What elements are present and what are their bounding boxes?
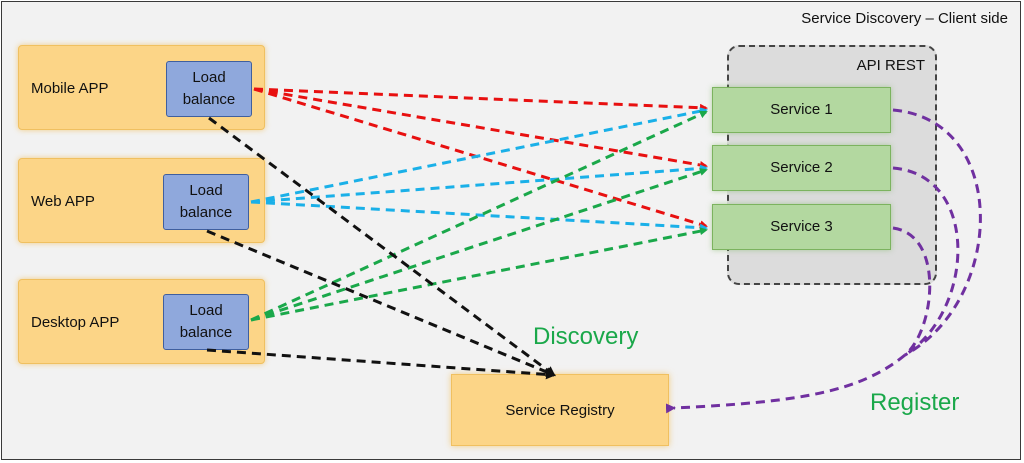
lb-line1: Load	[192, 69, 226, 86]
lb-line1: Load	[189, 302, 223, 319]
web-load-balancer: Load balance	[163, 174, 249, 230]
service-1-box: Service 1	[712, 87, 891, 133]
api-rest-label: API REST	[856, 57, 925, 74]
service-registry-box: Service Registry	[451, 374, 669, 446]
discovery-label: Discovery	[533, 323, 639, 350]
service-2-label: Service 2	[770, 159, 833, 176]
lb-line2: balance	[179, 324, 233, 341]
mobile-app-label: Mobile APP	[31, 80, 109, 97]
register-label: Register	[870, 389, 960, 416]
mobile-load-balancer: Load balance	[166, 61, 252, 117]
lb-line2: balance	[182, 91, 236, 108]
service-registry-label: Service Registry	[505, 402, 615, 419]
service-1-label: Service 1	[770, 101, 833, 118]
diagram-title: Service Discovery – Client side	[801, 10, 1008, 27]
service-2-box: Service 2	[712, 145, 891, 191]
web-app-label: Web APP	[31, 193, 95, 210]
desktop-load-balancer: Load balance	[163, 294, 249, 350]
desktop-app-label: Desktop APP	[31, 314, 120, 331]
lb-line2: balance	[179, 204, 233, 221]
lb-line1: Load	[189, 182, 223, 199]
service-3-box: Service 3	[712, 204, 891, 250]
service-3-label: Service 3	[770, 218, 833, 235]
